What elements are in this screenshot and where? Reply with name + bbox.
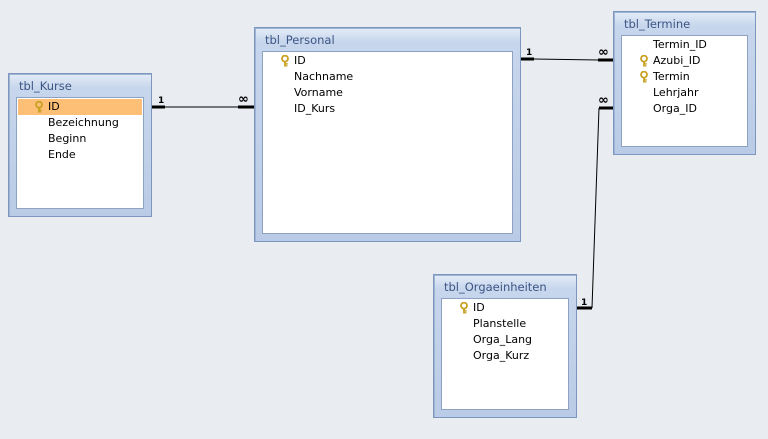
field-row[interactable]: Beginn [18,131,142,147]
rel-many-personal: ∞ [238,92,249,107]
field-row[interactable]: ID_Kurs [264,101,511,117]
table-title[interactable]: tbl_Orgaeinheiten [444,280,547,294]
field-name: Beginn [48,132,87,145]
field-name: ID [473,301,485,314]
rel-line-personal-termine [533,58,599,61]
field-row[interactable]: ID [443,300,567,316]
field-name: ID [294,54,306,67]
field-row[interactable]: Orga_Kurz [443,348,567,364]
table-title[interactable]: tbl_Kurse [19,79,72,93]
field-row[interactable]: Orga_ID [623,101,746,117]
field-name: ID [48,100,60,113]
primary-key-icon [280,54,290,67]
field-name: Bezeichnung [48,116,119,129]
primary-key-icon [639,54,649,67]
field-row[interactable]: Termin [623,69,746,85]
field-row[interactable]: Ende [18,147,142,163]
primary-key-icon [639,70,649,83]
primary-key-icon [459,301,469,314]
field-row[interactable]: Nachname [264,69,511,85]
rel-many-termine: ∞ [598,45,609,60]
field-row[interactable]: ID [18,99,142,115]
field-name: Termin [653,70,690,83]
field-row[interactable]: Vorname [264,85,511,101]
field-row[interactable]: Planstelle [443,316,567,332]
field-row[interactable]: Azubi_ID [623,53,746,69]
field-name: Lehrjahr [653,86,699,99]
rel-one-orga: 1 [581,298,588,308]
field-row[interactable]: Termin_ID [623,37,746,53]
field-row[interactable]: ID [264,53,511,69]
rel-one-personal: 1 [526,48,533,58]
field-row[interactable]: Orga_Lang [443,332,567,348]
field-name: Ende [48,148,76,161]
primary-key-icon [34,100,44,113]
field-name: Orga_Lang [473,333,533,346]
rel-one-kurse: 1 [158,96,165,106]
rel-line-orga-termine [591,107,600,309]
field-name: Planstelle [473,317,527,330]
field-row[interactable]: Bezeichnung [18,115,142,131]
table-title[interactable]: tbl_Termine [624,17,691,31]
field-name: Azubi_ID [653,54,701,67]
rel-many-termine-orga: ∞ [598,93,609,108]
field-name: Orga_Kurz [473,349,530,362]
field-row[interactable]: Lehrjahr [623,85,746,101]
table-title[interactable]: tbl_Personal [265,33,335,47]
field-name: Orga_ID [653,102,697,115]
field-name: ID_Kurs [294,102,336,115]
field-name: Vorname [294,86,343,99]
field-name: Nachname [294,70,354,83]
field-name: Termin_ID [653,38,707,51]
